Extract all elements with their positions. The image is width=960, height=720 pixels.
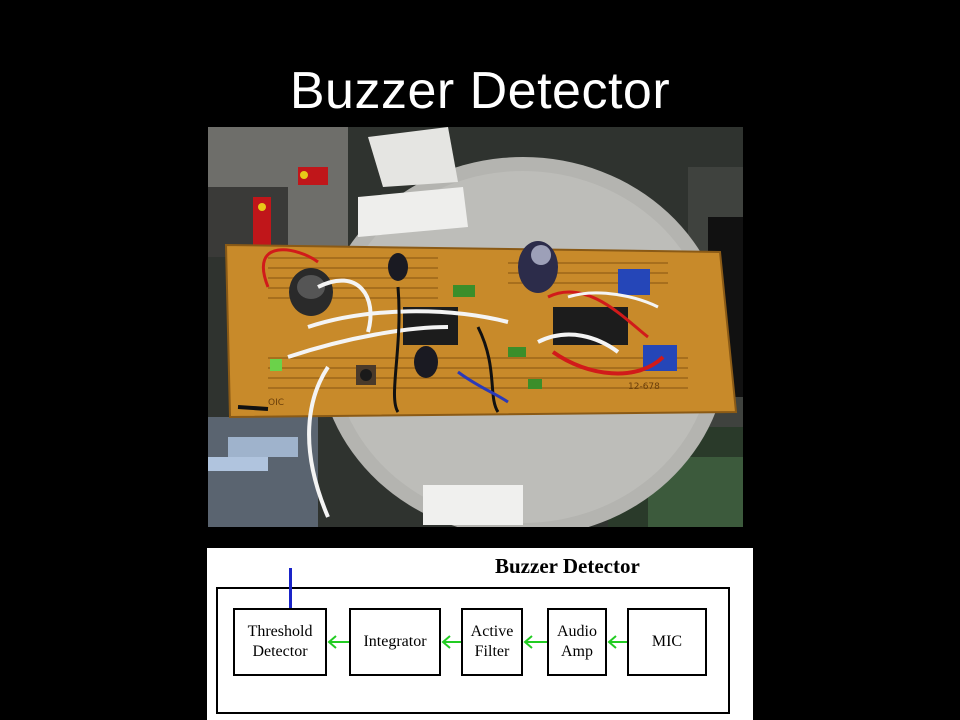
block-label: Threshold Detector: [247, 623, 313, 660]
block-label: MIC: [651, 633, 683, 650]
threshold-detector-block: Threshold Detector: [233, 608, 327, 676]
diagram-title: Buzzer Detector: [495, 554, 640, 578]
output-line: [289, 568, 292, 609]
block-label: Integrator: [363, 633, 427, 650]
diagram-frame: [216, 587, 730, 714]
slide-title: Buzzer Detector: [289, 62, 671, 120]
arrow-left-icon: [327, 635, 349, 649]
circuit-board-illustration: OIC 12-678: [208, 127, 743, 527]
arrow-left-icon: [441, 635, 461, 649]
board-label: 12-678: [628, 382, 660, 392]
arrow-left-icon: [607, 635, 627, 649]
mic-block: MIC: [627, 608, 707, 676]
integrator-block: Integrator: [349, 608, 441, 676]
board-label: OIC: [268, 398, 284, 408]
block-label: Active Filter: [470, 623, 514, 660]
active-filter-block: Active Filter: [461, 608, 523, 676]
arrow-left-icon: [523, 635, 547, 649]
audio-amp-block: Audio Amp: [547, 608, 607, 676]
circuit-board-photo: OIC 12-678: [208, 127, 743, 527]
block-diagram: Buzzer Detector Threshold Detector Integ…: [207, 548, 753, 720]
block-label: Audio Amp: [557, 623, 597, 660]
